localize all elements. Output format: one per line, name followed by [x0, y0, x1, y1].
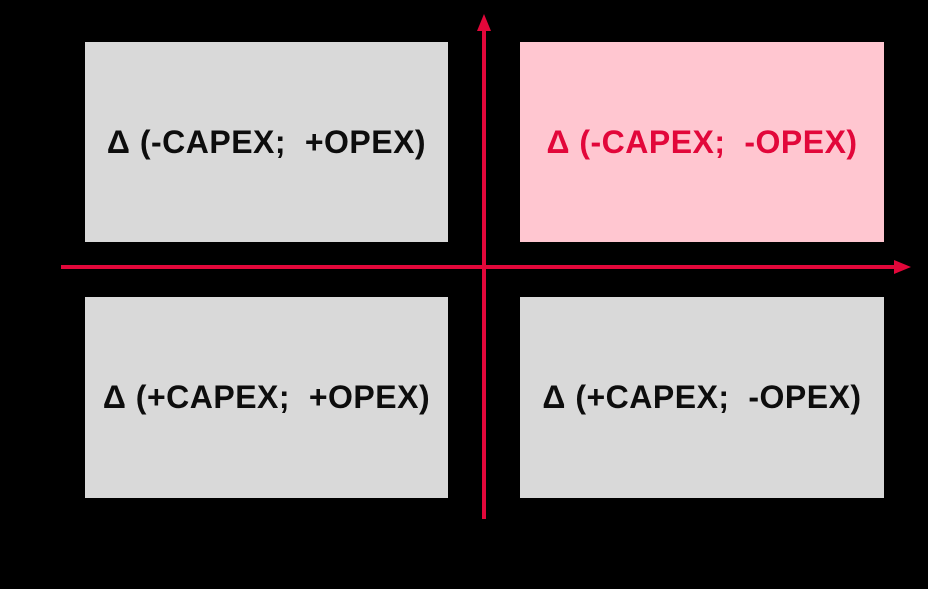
quadrant-bottom-left-label: Δ (+CAPEX; +OPEX) [102, 379, 431, 415]
quadrant-top-right-label: Δ (-CAPEX; -OPEX) [546, 123, 858, 160]
quadrant-top-left: Δ (-CAPEX; +OPEX) [85, 42, 448, 242]
x-axis-arrowhead-icon [894, 260, 911, 274]
quadrant-top-right-highlighted: Δ (-CAPEX; -OPEX) [520, 42, 884, 242]
quadrant-bottom-right-label: Δ (+CAPEX; -OPEX) [542, 379, 862, 415]
quadrant-bottom-left: Δ (+CAPEX; +OPEX) [85, 297, 448, 498]
quadrant-bottom-right: Δ (+CAPEX; -OPEX) [520, 297, 884, 498]
quadrant-top-left-label: Δ (-CAPEX; +OPEX) [106, 123, 427, 160]
y-axis-arrowhead-icon [477, 14, 491, 31]
